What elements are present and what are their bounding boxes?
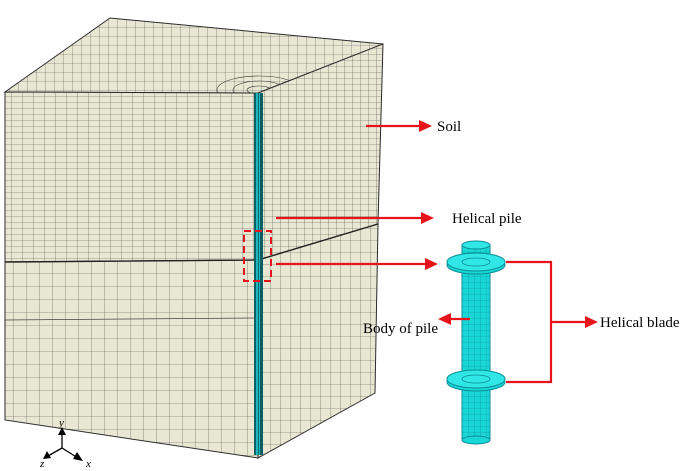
upper-helical-blade (446, 252, 506, 275)
axis-y-label: y (58, 417, 64, 429)
label-helical-blade: Helical blade (600, 315, 680, 331)
axis-x-label: x (85, 458, 91, 470)
annotation-arrows (276, 120, 598, 384)
zoom-selection-box (243, 230, 272, 282)
axis-z-label: z (39, 458, 45, 470)
axis-triad (43, 427, 83, 461)
lower-helical-blade (446, 369, 506, 392)
label-helical-pile: Helical pile (452, 211, 522, 227)
embedded-pile (254, 93, 263, 455)
label-soil: Soil (437, 119, 461, 135)
soil-block (3, 17, 384, 459)
zoomed-helical-pile (446, 240, 506, 445)
label-body-of-pile: Body of pile (363, 321, 438, 337)
